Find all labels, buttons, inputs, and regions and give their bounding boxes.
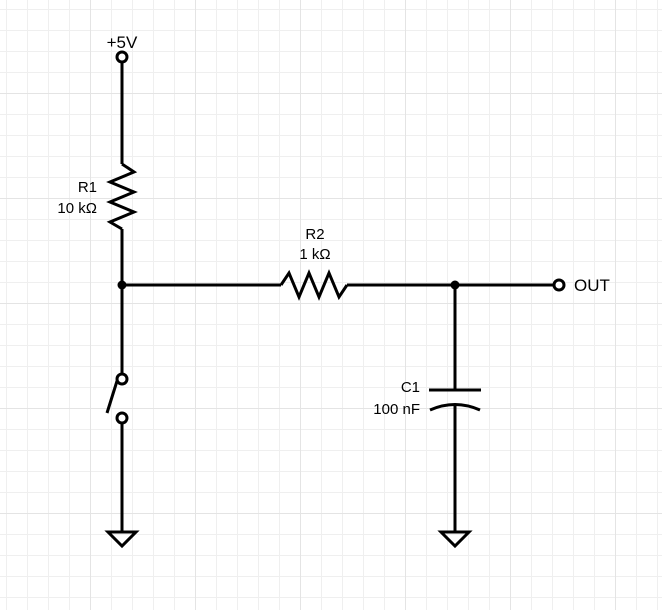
r1-value: 10 kΩ [57,200,97,217]
resistor-r1 [106,162,138,231]
switch [105,372,129,425]
output-terminal [552,278,566,292]
supply-label: +5V [107,33,138,52]
c1-value: 100 nF [373,401,420,418]
r1-ref: R1 [78,179,97,196]
output-label: OUT [574,276,610,295]
c1-ref: C1 [401,379,420,396]
ground-right-icon [437,530,473,549]
resistor-r2 [279,269,349,301]
r2-ref: R2 [305,226,324,243]
ground-left-icon [104,530,140,549]
r2-value: 1 kΩ [299,246,330,263]
capacitor-c1 [429,388,481,412]
supply-terminal [115,50,129,64]
